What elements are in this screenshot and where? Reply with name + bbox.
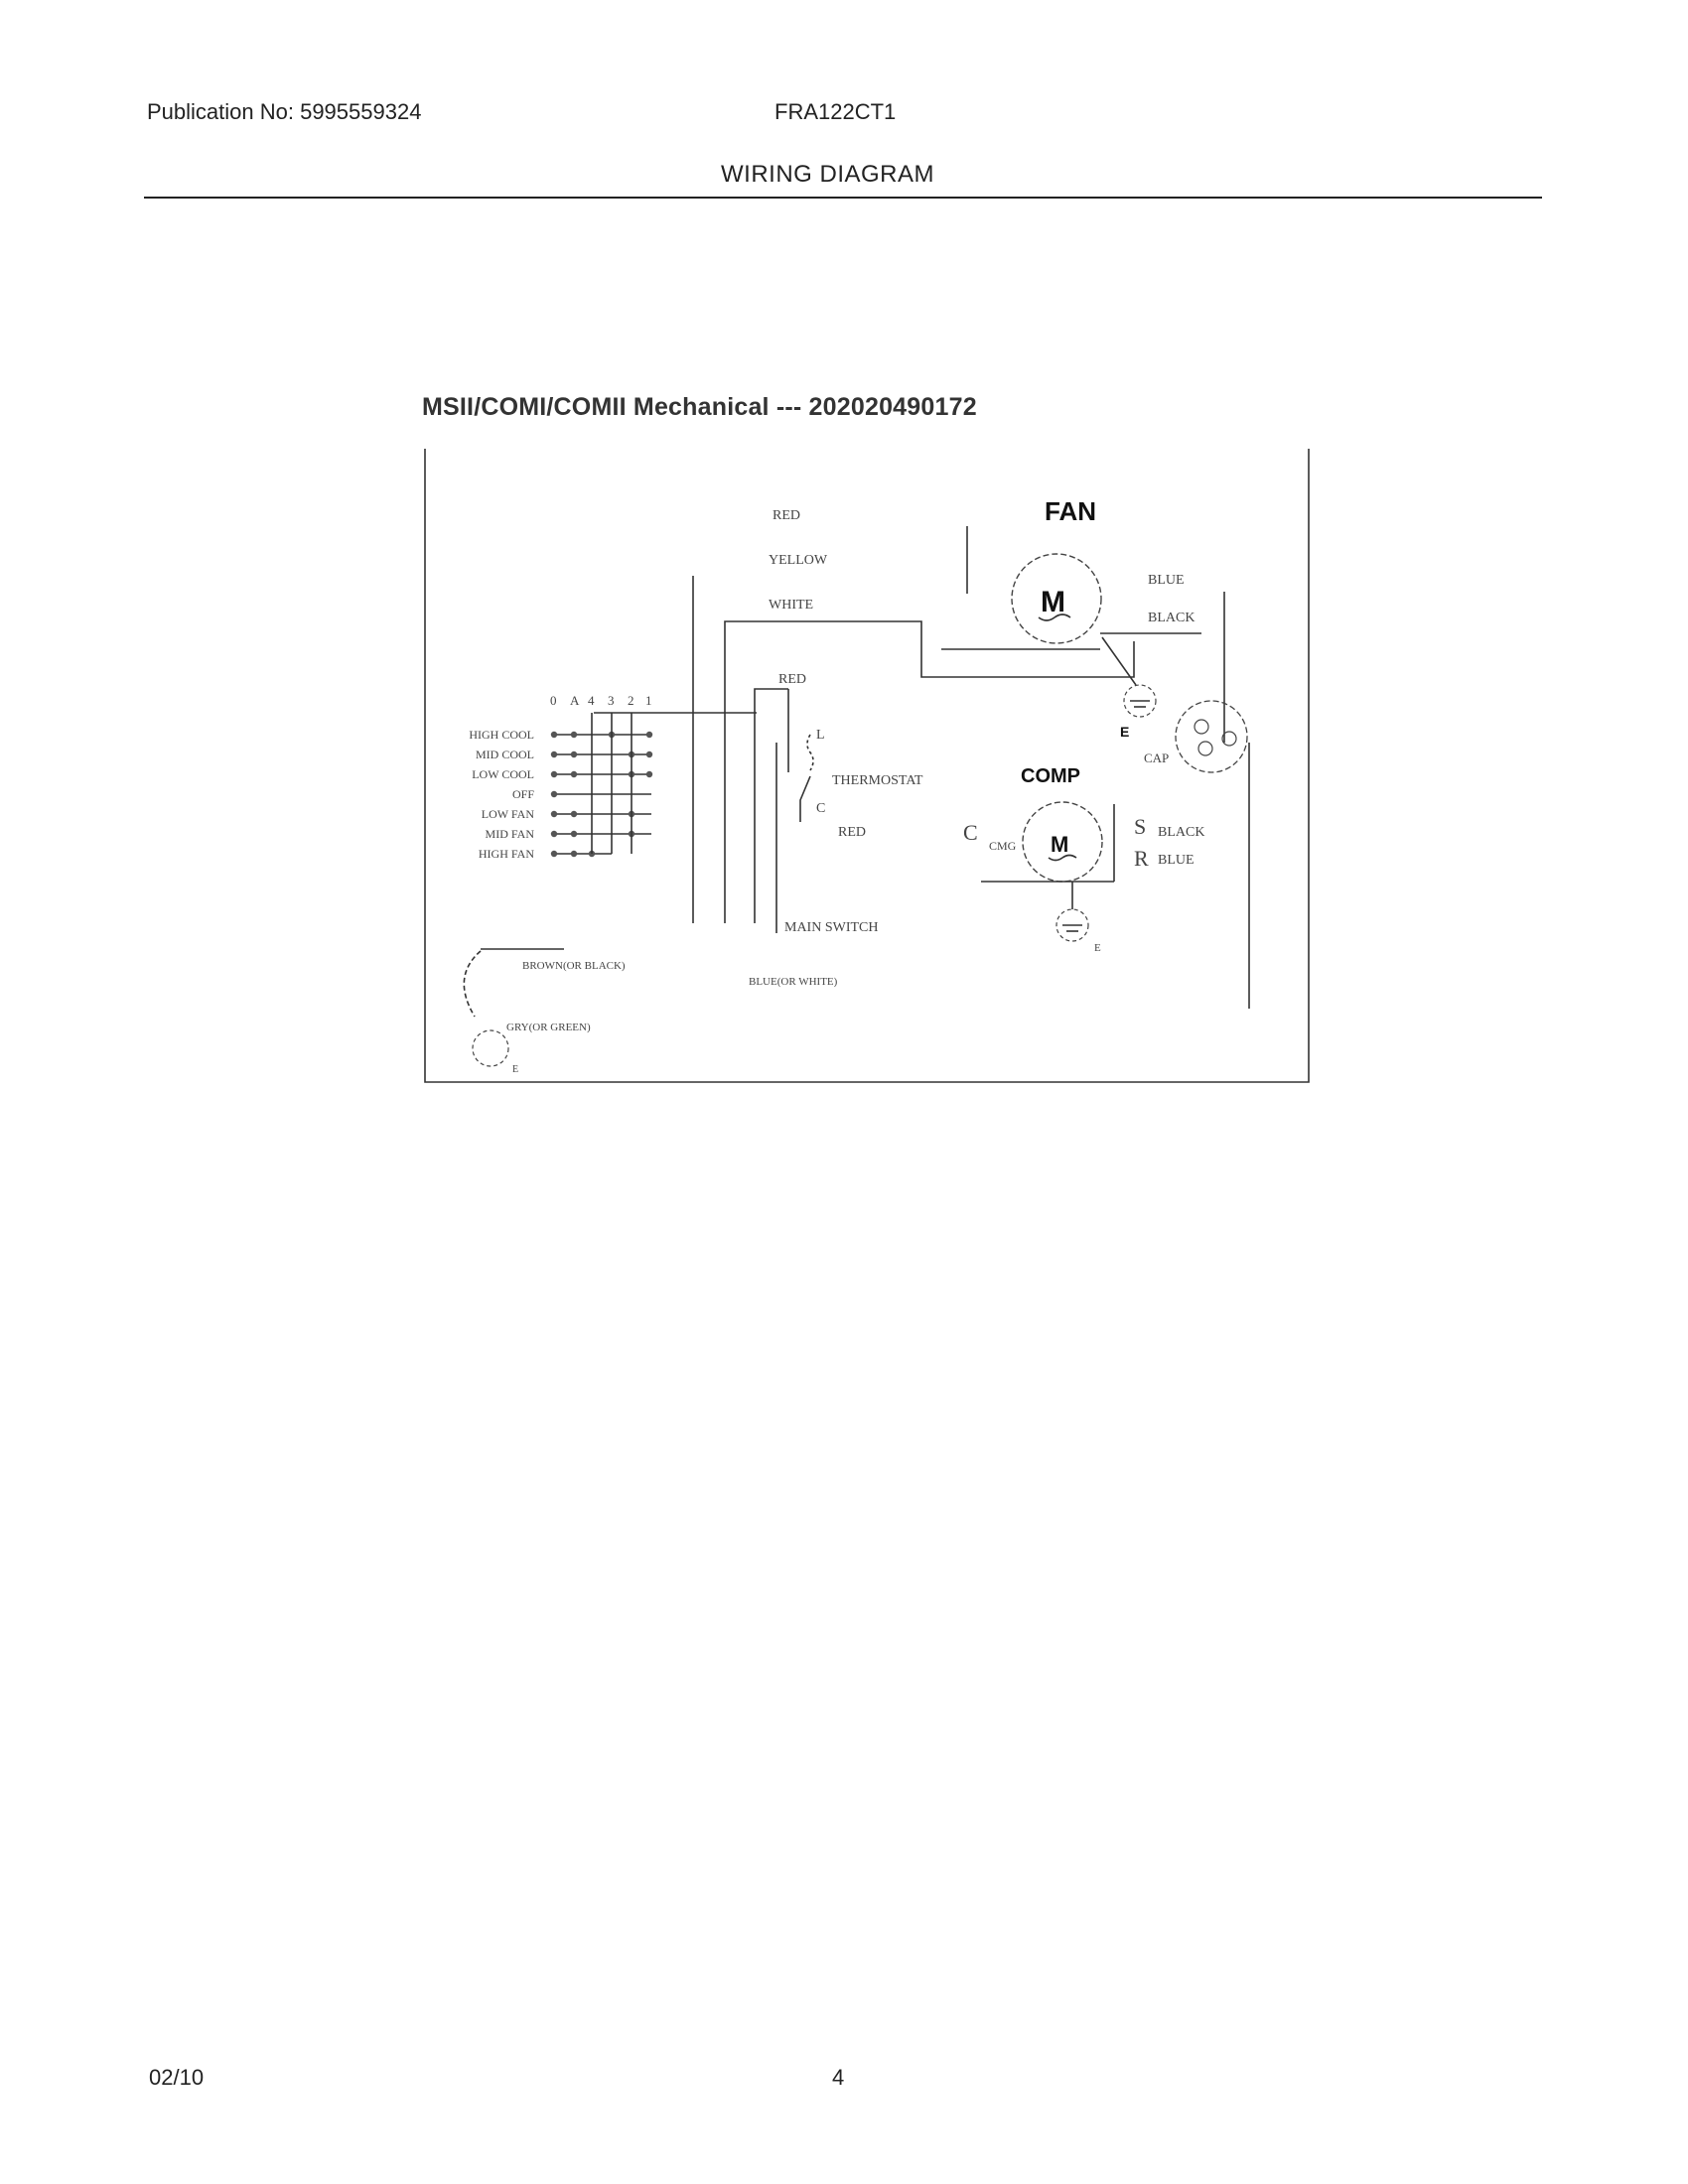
fan-ground-lead [1101,636,1137,686]
thermostat-wire-red: RED [838,825,866,840]
switch-contact-dot [550,790,558,798]
cap-terminal-1 [1194,719,1209,735]
fan-ground-label: E [1120,724,1129,740]
switch-column-label: 3 [608,693,615,708]
cord-ground-label: E [512,1064,518,1075]
switch-contact-dot [570,770,578,778]
switch-column-label: 0 [550,693,557,708]
wire-red [754,688,788,923]
thermostat-terminal-l: L [816,728,825,743]
wire-label-red: RED [773,508,800,523]
thermostat-out [799,775,811,822]
footer-date: 02/10 [149,2065,205,2090]
cap-circle [1175,700,1248,773]
diagram-frame [424,449,1310,1083]
switch-contact-dot [570,731,578,739]
wire-white [724,620,1135,923]
switch-column-label: 4 [588,693,595,708]
comp-terminal-c: C [963,820,978,845]
switch-row-label: HIGH COOL [469,728,534,742]
fan-wire-black: BLACK [1148,611,1195,625]
switch-contact-dot [550,850,558,858]
switch-column-label: 2 [628,693,634,708]
switch-contact-dot [550,731,558,739]
fan-ground-circle [1123,684,1157,718]
cord-wire-black: BROWN(OR BLACK) [522,960,626,972]
main-switch-label: MAIN SWITCH [784,920,879,935]
cord-wire-green: GRY(OR GREEN) [506,1022,591,1033]
comp-terminal-s: S [1134,814,1146,839]
comp-terminal-cmg: CMG [989,839,1017,853]
switch-contact-dot [550,770,558,778]
publication-number: Publication No: 5995559324 [147,99,422,124]
wiring-diagram: RED YELLOW WHITE RED FAN M BLUE BLACK E … [424,449,1310,1083]
cord-ground-circle [472,1029,509,1067]
cord-plug-arc [463,950,482,1018]
cord-wire-white: BLUE(OR WHITE) [749,976,838,988]
diagram-subtitle: MSII/COMI/COMII Mechanical --- 202020490… [422,393,977,421]
switch-row-label: OFF [512,787,534,801]
cap-terminal-2 [1197,741,1213,756]
fan-motor-symbol: M [1041,586,1065,618]
section-title: WIRING DIAGRAM [721,161,934,188]
switch-column-label: A [570,693,580,708]
cap-label: CAP [1144,751,1169,765]
comp-motor-circle [1022,801,1103,883]
comp-ground-circle [1055,908,1089,942]
switch-contact-dot [570,751,578,758]
wire-label-yellow: YELLOW [769,553,828,568]
switch-row-label: LOW COOL [472,767,534,781]
comp-terminal-r: R [1134,846,1149,871]
comp-ground-label: E [1094,942,1101,954]
comp-motor-symbol: M [1051,832,1068,857]
switch-row-label: LOW FAN [482,807,535,821]
switch-row-label: MID FAN [486,827,535,841]
model-number: FRA122CT1 [774,99,897,124]
switch-contact-dot [645,731,653,739]
fan-label: FAN [1045,496,1096,526]
switch-contact-dot [550,810,558,818]
switch-contact-dot [570,850,578,858]
comp-motor-tilde [1048,854,1077,862]
cap-terminal-3 [1221,731,1237,747]
switch-row-label: MID COOL [476,748,534,761]
comp-label: COMP [1021,765,1080,787]
footer-page-number: 4 [832,2065,845,2090]
comp-wire-black: BLACK [1158,825,1204,840]
switch-contact-dot [550,830,558,838]
fan-motor-tilde [1038,614,1071,621]
fan-wire-blue: BLUE [1148,573,1185,588]
thermostat-label: THERMOSTAT [832,773,923,788]
thermostat-contact [806,734,814,771]
wire-label-red-2: RED [778,672,806,687]
switch-contact-dot [645,751,653,758]
header-rule [144,197,1542,199]
comp-wire-blue: BLUE [1158,853,1195,868]
switch-contact-dot [645,770,653,778]
switch-row-label: HIGH FAN [479,847,534,861]
switch-contact-dot [570,830,578,838]
wire-label-white: WHITE [769,598,813,613]
switch-contact-dot [570,810,578,818]
switch-contact-dot [550,751,558,758]
switch-column-label: 1 [645,693,652,708]
thermostat-terminal-c: C [816,801,825,816]
fan-motor-circle [1011,553,1102,644]
